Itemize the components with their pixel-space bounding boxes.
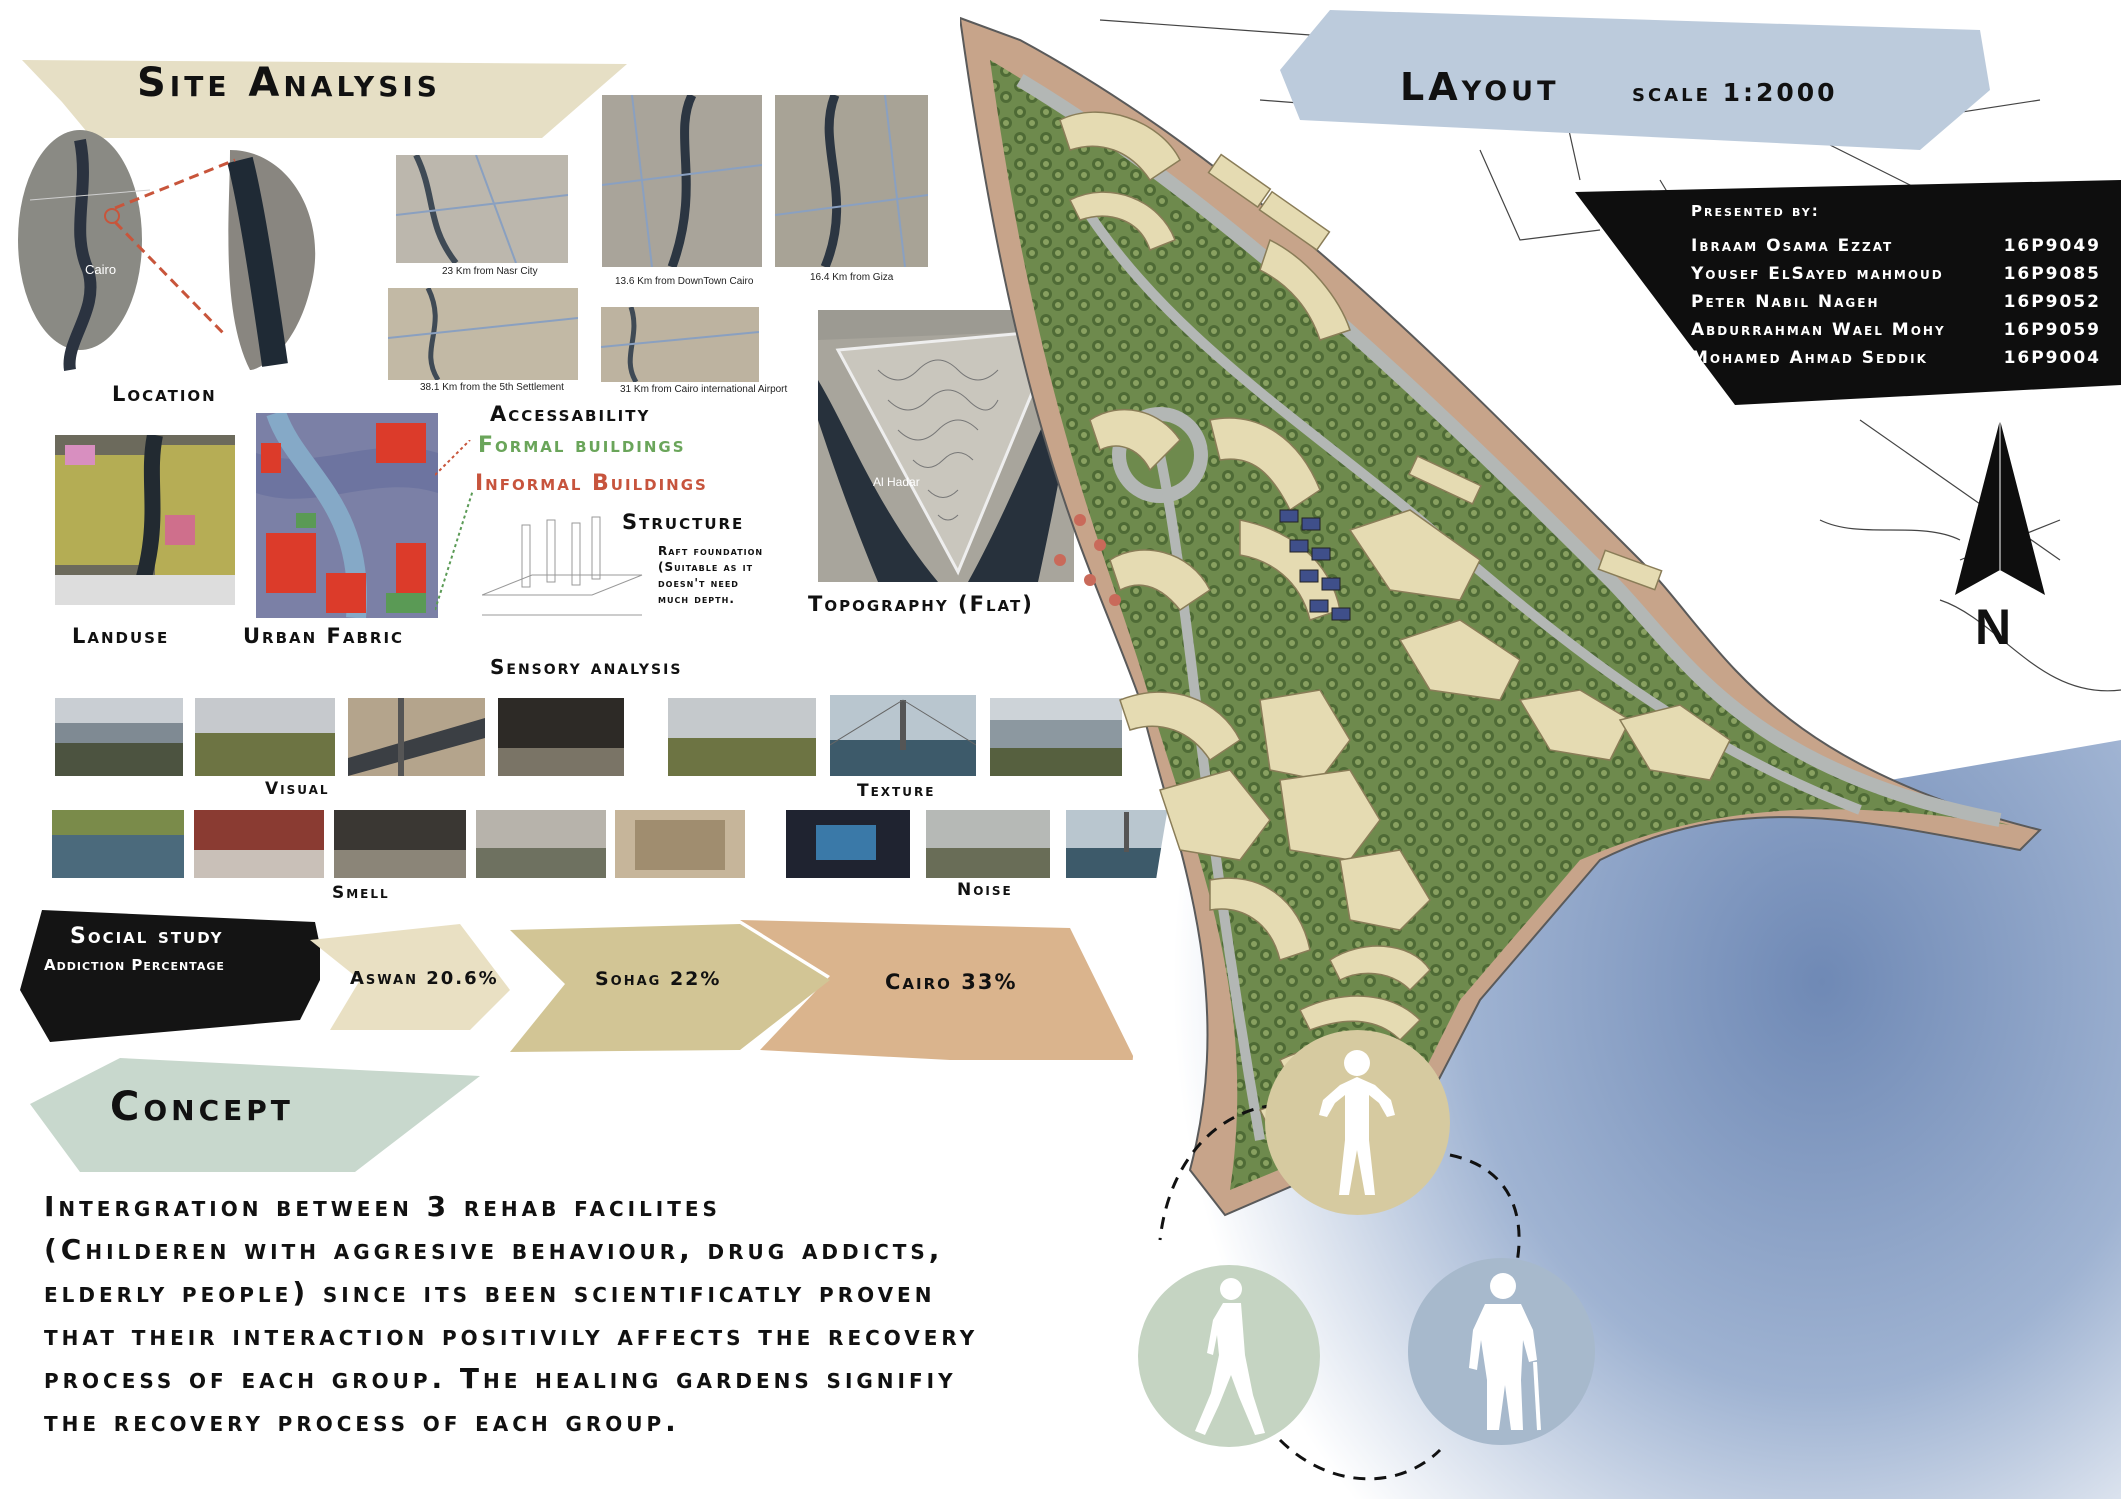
social-study-title: Social study	[70, 924, 224, 949]
social-study-box: Social study Addiction Percentage	[20, 910, 325, 1042]
layout-scale: scale 1:2000	[1632, 78, 1838, 107]
aswan-label: Aswan 20.6%	[350, 968, 499, 989]
landuse-label: Landuse	[72, 624, 170, 648]
landuse-map	[55, 435, 235, 605]
concept-title: Concept	[110, 1084, 294, 1130]
concept-line: (Childeren with aggresive behaviour, dru…	[44, 1233, 944, 1266]
caption-nasr-city: 23 Km from Nasr City	[442, 266, 538, 277]
structure-label: Structure	[622, 510, 745, 534]
structure-diagram	[481, 515, 644, 620]
sohag-arrow	[510, 924, 830, 1052]
sensory-noise-label: Noise	[957, 880, 1013, 900]
sensory-smell-label: Smell	[332, 883, 390, 903]
site-analysis-banner: Site Analysis	[22, 42, 627, 138]
layout-banner: LAyout scale 1:2000	[1280, 10, 1990, 150]
map-giza	[775, 95, 928, 267]
social-arrows: Aswan 20.6% Sohag 22% Cairo 33%	[310, 920, 1140, 1070]
map-nasr-city	[396, 155, 568, 263]
caption-giza: 16.4 Km from Giza	[810, 272, 894, 283]
sensory-photo	[990, 698, 1122, 776]
social-arrows-svg	[310, 920, 1140, 1070]
team-box-shape	[1575, 180, 2121, 405]
elder-circle	[1408, 1258, 1595, 1445]
sensory-photo	[55, 698, 183, 776]
social-study-subtitle: Addiction Percentage	[44, 956, 225, 974]
sensory-photo	[786, 810, 910, 878]
cairo-arrow	[740, 920, 1140, 1070]
structure-note: Raft foundation (Suitable as it doesn't …	[658, 544, 764, 606]
sensory-visual-label: Visual	[265, 779, 330, 799]
sensory-photo	[195, 698, 335, 776]
sensory-photo	[52, 810, 184, 878]
topography-map-text: Al Hadar	[873, 475, 920, 489]
north-arrow-icon	[1955, 420, 2045, 600]
formal-buildings-label: Formal buildings	[478, 433, 686, 458]
accessability-label: Accessability	[490, 402, 651, 426]
cairo-label: Cairo 33%	[885, 970, 1018, 994]
concept-banner: Concept	[30, 1056, 480, 1172]
sensory-photo	[615, 810, 745, 878]
sensory-analysis-title: Sensory analysis	[490, 655, 683, 679]
site-analysis-title: Site Analysis	[137, 60, 441, 106]
youth-circle	[1138, 1265, 1320, 1447]
concept-line: Intergration between 3 rehab facilites	[44, 1190, 721, 1223]
caption-settlement: 38.1 Km from the 5th Settlement	[420, 382, 564, 393]
sensory-texture-label: Texture	[857, 781, 936, 801]
urban-fabric-map	[256, 413, 438, 618]
layout-title: LAyout	[1400, 65, 1560, 109]
topography-map: Al Hadar	[818, 310, 1074, 582]
caption-airport: 31 Km from Cairo international Airport	[620, 384, 788, 395]
sensory-photo	[926, 810, 1050, 878]
aswan-arrow	[310, 924, 510, 1030]
child-circle	[1265, 1030, 1450, 1215]
concept-line: the recovery process of each group.	[44, 1405, 680, 1438]
sensory-photo	[476, 810, 606, 878]
team-title: Presented by:	[1691, 202, 1820, 220]
banner-shape	[22, 60, 627, 138]
north-label: N	[1975, 599, 2012, 655]
location-map-large: Cairo	[10, 130, 350, 380]
child-figure-icon	[1319, 1050, 1395, 1195]
map-airport	[601, 307, 759, 382]
walking-man-icon	[1195, 1278, 1265, 1435]
sohag-label: Sohag 22%	[595, 968, 722, 990]
informal-buildings-label: Informal Buildings	[475, 471, 708, 496]
cairo-map-label: Cairo	[85, 262, 117, 277]
map-settlement	[388, 288, 578, 380]
elderly-man-icon	[1469, 1273, 1541, 1431]
topography-label: Topography (Flat)	[808, 592, 1034, 616]
concept-line: process of each group. The healing garde…	[44, 1362, 957, 1395]
sensory-photo	[194, 810, 324, 878]
sensory-photo	[334, 810, 466, 878]
concept-line: that their interaction positivily affect…	[44, 1319, 979, 1352]
sensory-photo	[348, 698, 485, 776]
fabric-connector-lines	[435, 440, 474, 611]
map-downtown	[602, 95, 762, 267]
sensory-photo	[668, 698, 816, 776]
sensory-photo	[830, 695, 976, 776]
concept-text: Intergration between 3 rehab facilites (…	[44, 1185, 978, 1443]
urban-fabric-label: Urban Fabric	[243, 624, 405, 648]
caption-downtown: 13.6 Km from DownTown Cairo	[615, 276, 754, 287]
sensory-photo	[498, 698, 624, 776]
concept-line: elderly people) since its been scientifi…	[44, 1276, 936, 1309]
location-label: Location	[112, 382, 217, 406]
